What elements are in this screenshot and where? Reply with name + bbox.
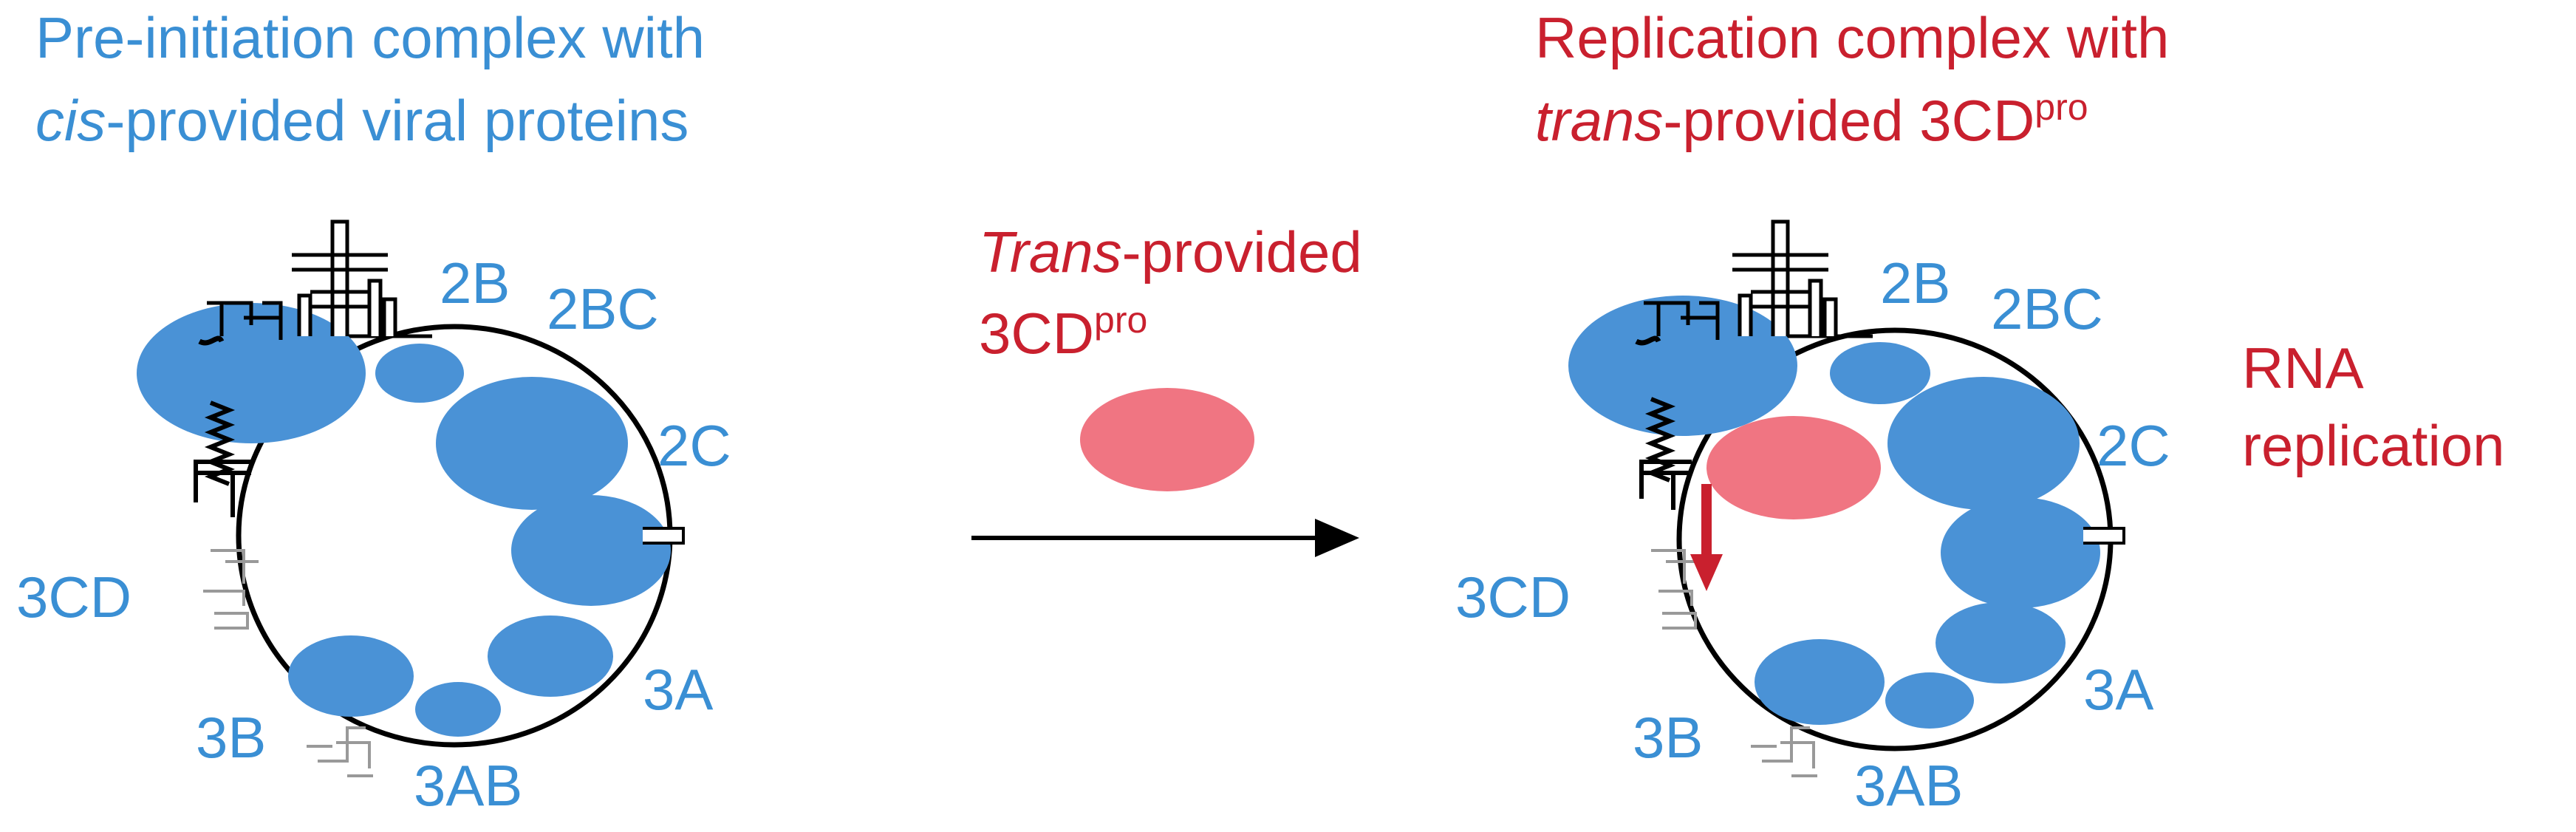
right-rna-structure-icon <box>1635 219 1838 346</box>
right-spring-icon <box>1644 397 1676 483</box>
left-label-2bc: 2BC <box>547 276 659 341</box>
left-label-3cd: 3CD <box>16 565 131 630</box>
left-grey-bottom-icon <box>307 726 373 777</box>
left-title-line1: Pre-initiation complex with <box>35 5 705 70</box>
left-label-3a: 3A <box>643 657 713 722</box>
middle-line1-italic: Trans <box>979 219 1122 284</box>
arrow-down-icon <box>1690 484 1723 591</box>
right-title-rest: -provided 3CD <box>1663 88 2035 153</box>
middle-line2-sup: pro <box>1094 299 1147 341</box>
left-label-3ab: 3AB <box>414 753 522 818</box>
right-grey-bottom-icon <box>1751 726 1817 777</box>
right-protein-3ab <box>1885 672 1974 729</box>
right-label-2c: 2C <box>2097 413 2170 478</box>
right-label-3ab: 3AB <box>1854 753 1963 818</box>
left-label-2c: 2C <box>657 413 731 478</box>
middle-section: Trans-provided 3CDpro <box>971 219 1362 557</box>
left-protein-3a <box>488 616 613 697</box>
left-rna-structure-icon <box>198 219 397 346</box>
right-small-stem-icon <box>2083 527 2125 545</box>
left-labels: 2B 2BC 2C 3A 3AB 3B 3CD <box>16 250 731 818</box>
left-protein-large <box>137 303 366 443</box>
rna-replication-label-line1: RNA <box>2242 335 2364 400</box>
right-label-3cd: 3CD <box>1455 565 1571 630</box>
arrow-right-icon <box>971 519 1359 557</box>
right-protein-2bc <box>1887 377 2080 510</box>
right-label-3a: 3A <box>2083 657 2153 722</box>
left-grey-cloverleaf-icon <box>203 549 259 630</box>
left-title-line2: cis-provided viral proteins <box>35 88 689 153</box>
left-proteins <box>137 303 671 737</box>
right-title-line1: Replication complex with <box>1535 5 2169 70</box>
right-label-3b: 3B <box>1633 705 1703 770</box>
right-label-2bc: 2BC <box>1991 276 2103 341</box>
right-protein-3b <box>1755 639 1885 725</box>
middle-line1-rest: -provided <box>1122 219 1362 284</box>
left-panel: Pre-initiation complex with cis-provided… <box>16 5 731 818</box>
left-protein-2b <box>375 344 464 403</box>
left-label-3b: 3B <box>196 705 266 770</box>
left-protein-2bc <box>436 377 628 510</box>
right-labels: 2B 2BC 2C 3A 3AB 3B 3CD <box>1455 250 2170 818</box>
right-title-line2: trans-provided 3CDpro <box>1535 86 2088 153</box>
trans-3cdpro-protein <box>1080 388 1254 491</box>
right-protein-3a <box>1936 602 2066 683</box>
right-proteins <box>1568 296 2100 729</box>
left-spring-icon <box>204 400 236 486</box>
right-protein-2c <box>1941 497 2100 608</box>
left-title-rest: -provided viral proteins <box>106 88 689 153</box>
left-t-stem-icon <box>194 460 251 517</box>
right-t-stem-icon <box>1639 460 1692 510</box>
left-protein-3ab <box>415 682 501 737</box>
left-title-italic: cis <box>35 88 106 153</box>
right-trans-3cdpro-protein <box>1706 416 1881 519</box>
left-protein-3b <box>288 635 414 717</box>
left-label-2b: 2B <box>440 250 510 316</box>
right-title-sup: pro <box>2035 86 2088 128</box>
middle-line2: 3CDpro <box>979 299 1147 366</box>
left-small-stem-icon <box>643 527 685 545</box>
right-title-italic: trans <box>1535 88 1663 153</box>
right-panel: Replication complex with trans-provided … <box>1455 5 2505 818</box>
left-protein-2c <box>511 495 671 606</box>
right-protein-2b <box>1830 342 1930 404</box>
middle-line2-base: 3CD <box>979 301 1094 366</box>
right-label-2b: 2B <box>1880 250 1950 316</box>
middle-line1: Trans-provided <box>979 219 1362 284</box>
rna-replication-label-line2: replication <box>2242 413 2505 478</box>
